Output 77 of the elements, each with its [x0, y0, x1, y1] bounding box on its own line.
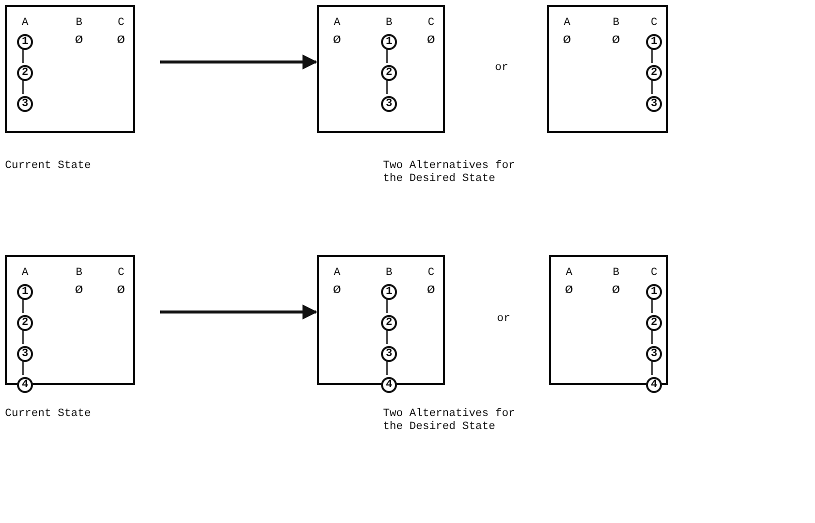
numbered-circle: 1 [646, 34, 662, 50]
column-header: B [74, 16, 84, 30]
numbered-circle: 4 [646, 377, 662, 393]
empty-marker: ø [426, 33, 436, 47]
connector-line [386, 329, 388, 344]
numbered-circle: 1 [381, 284, 397, 300]
column-header: B [384, 16, 394, 30]
column-header: C [426, 266, 436, 280]
column-header: A [20, 16, 30, 30]
connector-line [22, 298, 24, 313]
numbered-circle: 2 [646, 65, 662, 81]
column-header: B [612, 16, 620, 30]
column-header: A [562, 16, 572, 30]
empty-marker: ø [610, 33, 622, 47]
state-panel [547, 5, 668, 133]
column-header: A [332, 266, 342, 280]
column-header: A [332, 16, 342, 30]
numbered-circle: 1 [17, 284, 33, 300]
column-header: C [650, 266, 658, 280]
connector-line [651, 329, 653, 344]
empty-marker: ø [562, 33, 572, 47]
numbered-circle: 3 [381, 96, 397, 112]
numbered-circle: 3 [17, 96, 33, 112]
empty-marker: ø [74, 283, 84, 297]
numbered-circle: 1 [17, 34, 33, 50]
numbered-circle: 2 [381, 315, 397, 331]
connector-line [386, 360, 388, 375]
numbered-circle: 3 [646, 346, 662, 362]
caption-text: Current State [5, 408, 91, 421]
numbered-circle: 3 [381, 346, 397, 362]
empty-marker: ø [564, 283, 574, 297]
connector-line [651, 48, 653, 63]
caption-text: Current State [5, 160, 91, 173]
connector-line [651, 79, 653, 94]
numbered-circle: 4 [17, 377, 33, 393]
connector-line [22, 48, 24, 63]
connector-line [386, 79, 388, 94]
column-header: B [612, 266, 620, 280]
column-header: C [116, 16, 126, 30]
arrow [160, 304, 318, 320]
column-header: B [74, 266, 84, 280]
empty-marker: ø [332, 33, 342, 47]
numbered-circle: 2 [381, 65, 397, 81]
connector-line [386, 48, 388, 63]
caption-text: or [495, 62, 508, 75]
column-header: A [564, 266, 574, 280]
connector-line [386, 298, 388, 313]
state-panel [317, 5, 445, 133]
numbered-circle: 3 [646, 96, 662, 112]
numbered-circle: 2 [17, 65, 33, 81]
state-panel [5, 5, 135, 133]
empty-marker: ø [116, 283, 126, 297]
connector-line [22, 329, 24, 344]
numbered-circle: 2 [17, 315, 33, 331]
numbered-circle: 2 [646, 315, 662, 331]
connector-line [651, 298, 653, 313]
empty-marker: ø [332, 283, 342, 297]
caption-text: Two Alternatives for the Desired State [383, 160, 516, 186]
caption-text: or [497, 313, 510, 326]
connector-line [651, 360, 653, 375]
numbered-circle: 1 [646, 284, 662, 300]
empty-marker: ø [610, 283, 622, 297]
empty-marker: ø [74, 33, 84, 47]
numbered-circle: 4 [381, 377, 397, 393]
column-header: C [650, 16, 658, 30]
caption-text: Two Alternatives for the Desired State [383, 408, 516, 434]
connector-line [22, 360, 24, 375]
numbered-circle: 1 [381, 34, 397, 50]
column-header: C [116, 266, 126, 280]
connector-line [22, 79, 24, 94]
column-header: B [384, 266, 394, 280]
column-header: A [20, 266, 30, 280]
empty-marker: ø [426, 283, 436, 297]
empty-marker: ø [116, 33, 126, 47]
numbered-circle: 3 [17, 346, 33, 362]
column-header: C [426, 16, 436, 30]
arrow [160, 54, 318, 70]
